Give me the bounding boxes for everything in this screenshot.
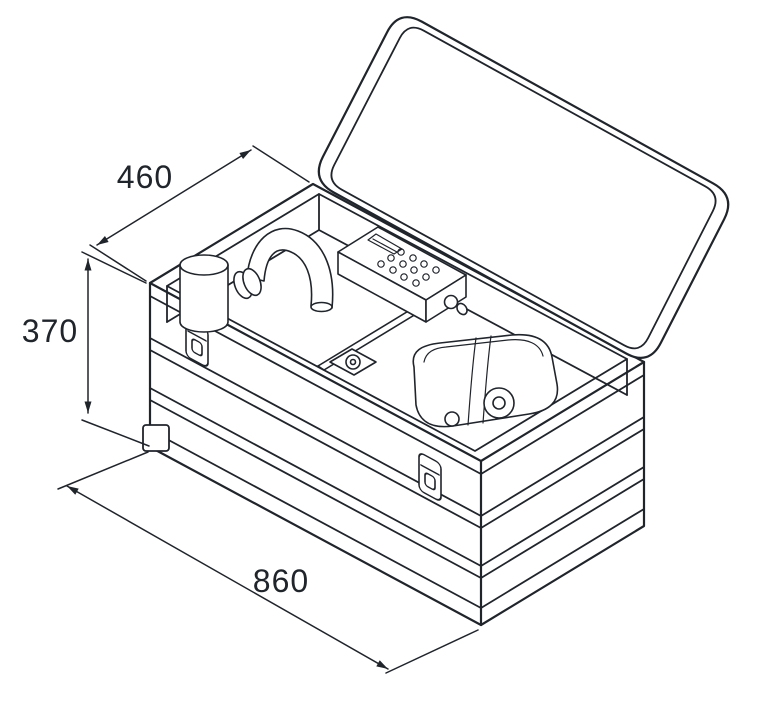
pump-body (412, 333, 559, 428)
dimension-height-label: 370 (22, 313, 78, 349)
pump-wheel (483, 387, 515, 419)
drawing-ink (57, 16, 730, 674)
fitting-hole (349, 358, 357, 366)
dimension-line-length (66, 485, 389, 670)
cylinder-top (179, 254, 229, 276)
latch-front-right (418, 453, 442, 501)
keypad-button (410, 266, 418, 274)
pump-wheel-hub (492, 396, 506, 410)
keypad-button (397, 248, 405, 256)
extension-line (81, 419, 150, 447)
keypad-device (337, 226, 468, 323)
pipe-end-cap (310, 301, 333, 313)
dimension-line-depth (96, 149, 252, 246)
keypad-button (387, 254, 395, 262)
interior-equipment (179, 226, 559, 428)
latch-lever (191, 338, 203, 357)
cylinder-body (179, 264, 229, 333)
keypad-button (422, 273, 430, 281)
extension-line (57, 451, 149, 490)
hose-fitting (329, 348, 377, 376)
rib-line (149, 337, 645, 517)
fitting-ring (345, 354, 361, 370)
keypad-button (432, 266, 440, 274)
extension-line (81, 251, 147, 284)
pump-top-line (423, 339, 544, 363)
pump-device (412, 333, 559, 428)
rib-line (149, 295, 645, 475)
pump-strap (467, 335, 492, 426)
pump-roller (444, 411, 460, 427)
dimension-depth (89, 145, 310, 282)
keypad-button (389, 266, 397, 274)
dimension-length-label: 860 (253, 563, 309, 599)
elbow-pipe (233, 227, 334, 313)
case-ribs (149, 295, 645, 609)
keypad-button (409, 254, 417, 262)
dimension-length (57, 451, 479, 674)
extension-line (89, 244, 147, 282)
case-body (142, 182, 646, 627)
latch-hinge-line (420, 464, 440, 476)
rib-line (149, 399, 645, 579)
dimension-labels: 460 370 860 (22, 159, 309, 599)
keypad-button (420, 260, 428, 268)
keypad-button (399, 260, 407, 268)
lid-inner-outline (330, 26, 717, 350)
extension-line (252, 145, 310, 183)
extension-line (385, 629, 479, 674)
keypad-display-slot (367, 233, 403, 255)
keypad-display-line (372, 238, 398, 253)
pipe-flange-inner (242, 267, 262, 297)
keypad-connector (443, 294, 459, 310)
corner-foot (142, 424, 170, 452)
storage-cylinder (179, 254, 229, 333)
rib-line (149, 349, 645, 529)
latch-lever (424, 472, 436, 491)
dimension-height (81, 251, 150, 447)
keypad-button (377, 260, 385, 268)
lid-outer-outline (317, 16, 730, 359)
rib-line (149, 387, 645, 567)
keypad-button (412, 279, 420, 287)
keypad-button (400, 273, 408, 281)
latch-hinge-line (187, 330, 207, 342)
dimension-depth-label: 460 (117, 159, 173, 195)
case-lid (317, 16, 730, 359)
keypad-buttons (377, 248, 440, 287)
keypad-connector-stub (456, 302, 468, 316)
